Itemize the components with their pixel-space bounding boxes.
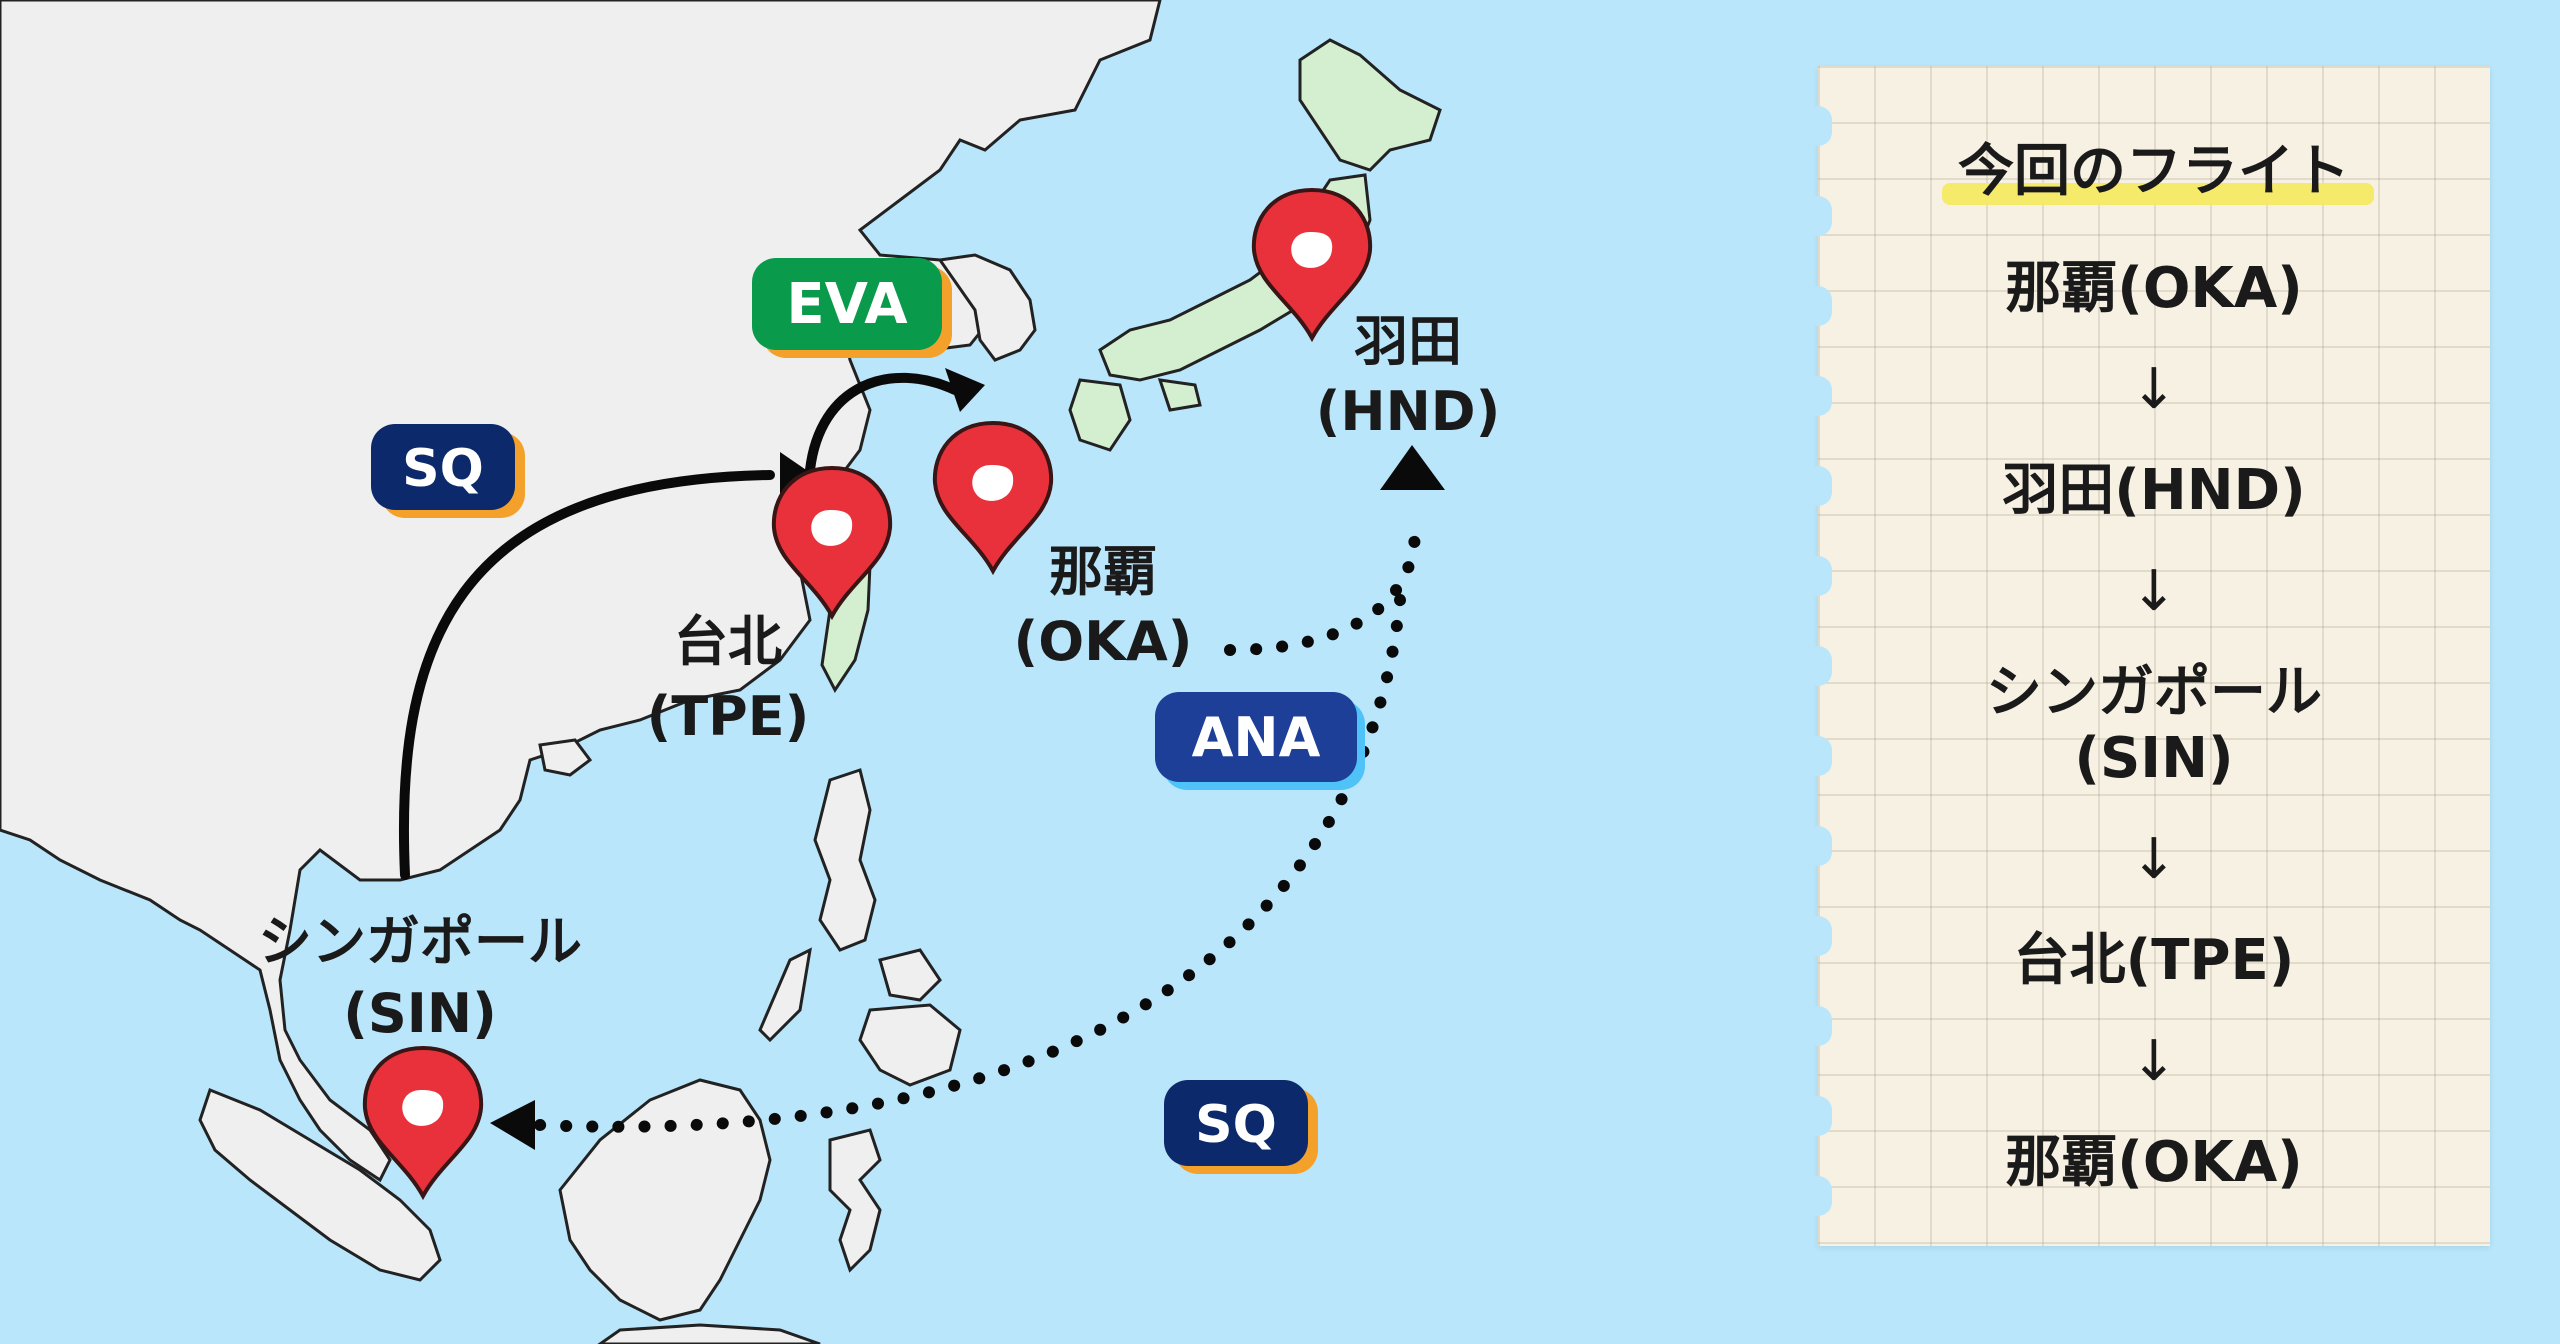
binder-hole: [1804, 826, 1832, 866]
sulawesi: [828, 1128, 882, 1273]
badge-eva: EVA: [752, 258, 952, 358]
panel-title-wrap: 今回のフライト: [1818, 126, 2490, 207]
label-hnd-name: 羽田: [1354, 310, 1462, 373]
stop-5: 那覇(OKA): [2005, 1130, 2303, 1195]
route-hnd-sin: [534, 594, 1406, 1133]
binder-hole: [1804, 376, 1832, 416]
badge-ana-text: ANA: [1192, 706, 1321, 769]
route-hnd-sin-arrowhead: [490, 1100, 535, 1150]
label-sin-name: シンガポール: [258, 910, 582, 973]
label-tpe-name: 台北: [674, 610, 782, 673]
route-tpe-oka: [805, 372, 960, 475]
label-tpe-code: (TPE): [647, 685, 810, 748]
binder-hole: [1804, 196, 1832, 236]
binder-hole: [1804, 1096, 1832, 1136]
binder-hole: [1804, 286, 1832, 326]
binder-hole: [1804, 916, 1832, 956]
stop-1: 那覇(OKA): [2005, 256, 2303, 321]
binder-hole: [1804, 1006, 1832, 1046]
binder-hole: [1804, 1176, 1832, 1216]
badge-sq-top: SQ: [371, 424, 525, 518]
label-hnd-code: (HND): [1316, 380, 1501, 443]
route-oka-hnd: [1224, 514, 1422, 656]
down-arrow-icon: ↓: [2130, 1029, 2178, 1094]
stop-3: シンガポール (SIN): [1986, 660, 2322, 791]
down-arrow-icon: ↓: [2130, 827, 2178, 892]
down-arrow-icon: ↓: [2130, 559, 2178, 624]
binder-hole: [1804, 466, 1832, 506]
route-sin-tpe: [398, 470, 775, 880]
philippines: [758, 768, 962, 1087]
java: [597, 1323, 821, 1344]
korean-peninsula: [937, 253, 1037, 362]
badge-eva-text: EVA: [786, 272, 908, 337]
stop-2: 羽田(HND): [2002, 458, 2306, 523]
badge-sq-bottom: SQ: [1164, 1080, 1318, 1174]
label-oka-code: (OKA): [1014, 610, 1193, 673]
taiwan: [820, 558, 872, 693]
label-sin-code: (SIN): [343, 982, 497, 1045]
hainan: [538, 738, 593, 777]
badge-sq-bottom-text: SQ: [1195, 1095, 1277, 1155]
sumatra: [198, 1088, 442, 1282]
flight-stops: 那覇(OKA) ↓ 羽田(HND) ↓ シンガポール (SIN) ↓ 台北(TP…: [1818, 256, 2490, 1196]
badge-ana: ANA: [1155, 692, 1365, 790]
label-oka-name: 那覇: [1049, 540, 1157, 603]
borneo: [558, 1078, 772, 1322]
stop-4: 台北(TPE): [2013, 928, 2295, 993]
flight-notebook: 今回のフライト 那覇(OKA) ↓ 羽田(HND) ↓ シンガポール (SIN)…: [1804, 66, 2490, 1246]
route-oka-hnd-arrowhead: [1380, 445, 1445, 490]
binder-hole: [1804, 556, 1832, 596]
binder-hole: [1804, 106, 1832, 146]
binder-hole: [1804, 646, 1832, 686]
binder-hole: [1804, 736, 1832, 776]
down-arrow-icon: ↓: [2130, 357, 2178, 422]
panel-title: 今回のフライト: [1942, 126, 2374, 207]
badge-sq-top-text: SQ: [402, 439, 484, 499]
route-tpe-oka-arrowhead: [945, 368, 985, 412]
